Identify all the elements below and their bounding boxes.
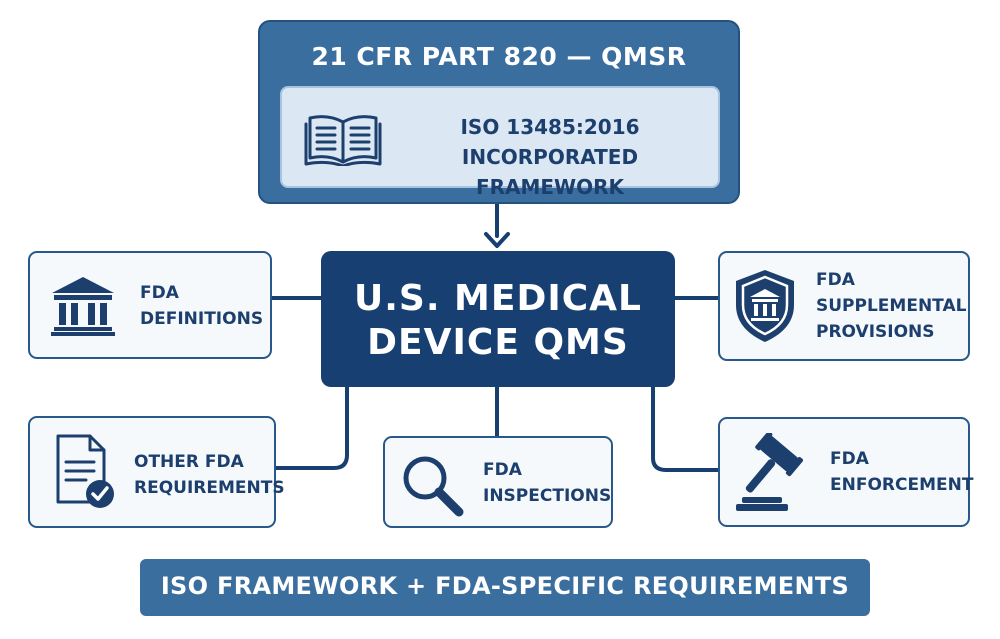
qms-center-box: U.S. MEDICAL DEVICE QMS	[321, 251, 675, 387]
fda-supplemental-provisions-label: FDA SUPPLEMENTAL PROVISIONS	[816, 267, 966, 345]
fda-definitions-line1: FDA	[140, 283, 179, 303]
document-check-icon	[56, 434, 114, 508]
iso-framework-text: ISO 13485:2016 INCORPORATED FRAMEWORK	[392, 112, 708, 202]
fda-inspections-node: FDA INSPECTIONS	[383, 436, 613, 528]
connector-other-requirements	[274, 385, 349, 470]
other-fda-requirements-label: OTHER FDA REQUIREMENTS	[134, 449, 285, 501]
other-fda-requirements-line1: OTHER FDA	[134, 452, 244, 472]
iso-framework-box: ISO 13485:2016 INCORPORATED FRAMEWORK	[280, 86, 720, 199]
qms-title-line2: DEVICE QMS	[367, 322, 629, 363]
fda-supplemental-line3: PROVISIONS	[816, 322, 935, 342]
qms-title-line1: U.S. MEDICAL	[354, 278, 642, 319]
other-fda-requirements-node: OTHER FDA REQUIREMENTS	[28, 416, 285, 528]
regulation-title: 21 CFR PART 820 — QMSR	[311, 42, 687, 71]
fda-enforcement-label: FDA ENFORCEMENT	[830, 446, 973, 498]
magnifying-glass-icon	[403, 456, 464, 517]
fda-definitions-label: FDA DEFINITIONS	[140, 280, 263, 332]
fda-definitions-line2: DEFINITIONS	[140, 309, 264, 329]
iso-standard-label: ISO 13485:2016	[460, 115, 640, 139]
regulation-box: 21 CFR PART 820 — QMSR ISO 13485:2016 IN…	[258, 20, 740, 204]
government-building-icon	[51, 277, 115, 336]
fda-supplemental-line2: SUPPLEMENTAL	[816, 296, 967, 316]
fda-inspections-label: FDA INSPECTIONS	[483, 457, 611, 509]
fda-definitions-node: FDA DEFINITIONS	[28, 251, 272, 359]
fda-inspections-line2: INSPECTIONS	[483, 486, 612, 506]
fda-enforcement-line1: FDA	[830, 449, 869, 469]
connector-enforcement	[651, 385, 720, 472]
shield-building-icon	[736, 270, 794, 342]
qms-center-text: U.S. MEDICAL DEVICE QMS	[321, 277, 675, 365]
fda-enforcement-node: FDA ENFORCEMENT	[718, 417, 973, 527]
incorporated-framework-label: INCORPORATED FRAMEWORK	[461, 145, 639, 199]
summary-banner: ISO FRAMEWORK + FDA-SPECIFIC REQUIREMENT…	[140, 559, 870, 616]
connector-top-arrowhead	[484, 232, 510, 248]
gavel-icon	[736, 433, 803, 511]
fda-supplemental-provisions-node: FDA SUPPLEMENTAL PROVISIONS	[718, 251, 970, 361]
other-fda-requirements-line2: REQUIREMENTS	[134, 478, 285, 498]
fda-enforcement-line2: ENFORCEMENT	[830, 475, 974, 495]
summary-banner-text: ISO FRAMEWORK + FDA-SPECIFIC REQUIREMENT…	[160, 572, 850, 600]
fda-inspections-line1: FDA	[483, 460, 522, 480]
fda-supplemental-line1: FDA	[816, 270, 855, 290]
open-book-icon	[304, 115, 382, 166]
